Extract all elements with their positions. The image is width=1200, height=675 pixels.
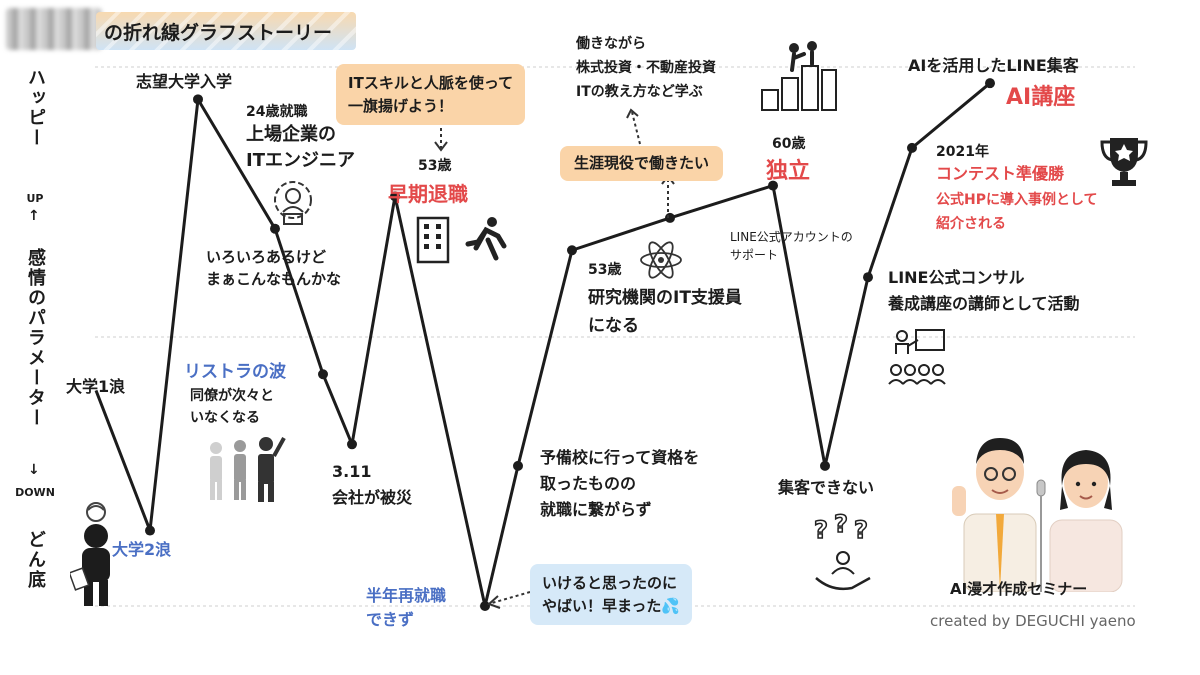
redacted-name [6, 8, 102, 50]
story-point-6 [347, 439, 357, 450]
event-12-line-c: ITの教え方など学ぶ [576, 84, 703, 100]
credit-text: created by DEGUCHI yaeno [930, 612, 1136, 630]
event-11-line-a: 研究機関のIT支援員 [588, 288, 742, 308]
axis-down-arrow: ↓ [28, 462, 40, 478]
svg-text:?: ? [834, 512, 848, 538]
axis-happy: ハッピー [25, 68, 46, 148]
climbing-steps-icon [761, 41, 837, 111]
event-18-line-a: AIを活用したLINE集客 [908, 56, 1079, 75]
sweat-icon: 💦 [661, 596, 681, 615]
callout-lifelong: 生涯現役で働きたい [560, 146, 724, 181]
event-17-year: 2021年 [936, 144, 989, 160]
story-point-3 [193, 94, 203, 105]
axis-parameter: 感情のパラメーター [25, 248, 46, 428]
event-label-2: 大学2浪 [112, 540, 172, 559]
event-14-line-b: サポート [730, 248, 779, 262]
event-14-line-a: LINE公式アカウントの [730, 230, 853, 244]
event-5-line-a: いろいろあるけど [206, 248, 327, 266]
event-6-line-a: 同僚が次々と [190, 388, 274, 404]
event-6-line-b: いなくなる [190, 410, 260, 426]
svg-text:?: ? [814, 516, 828, 544]
colleagues-leaving-icon [210, 437, 286, 502]
event-13-age: 60歳 [772, 136, 806, 152]
story-point-15 [907, 142, 917, 153]
event-8-age: 53歳 [418, 158, 452, 174]
event-17-line-a: 公式HPに導入事例として [936, 192, 1098, 208]
story-point-8 [480, 601, 490, 611]
callout-regret-text: やばい！早まった [542, 596, 662, 615]
callout-ambition: ITスキルと人脈を使って 一旗揚げよう！ [336, 64, 526, 125]
story-point-4 [270, 223, 280, 234]
event-7-line-b: 会社が被災 [332, 488, 413, 507]
story-point-12 [768, 180, 778, 191]
event-16-line-a: LINE公式コンサル [888, 268, 1025, 287]
page-title: の折れ線グラフストーリー [104, 22, 333, 44]
event-6-title: リストラの波 [184, 362, 286, 382]
event-15-title: 集客できない [778, 478, 875, 497]
engineer-gear-icon [274, 181, 312, 225]
event-10-line-a: 予備校に行って資格を [540, 448, 700, 467]
callout-lifelong-text: 生涯現役で働きたい [574, 154, 710, 172]
trophy-icon [1100, 138, 1148, 186]
event-12-line-b: 株式投資・不動産投資 [576, 60, 716, 76]
event-8-title: 早期退職 [388, 182, 468, 206]
story-point-13 [820, 460, 830, 471]
callout-ambition-line-a: ITスキルと人脈を使って [348, 74, 514, 92]
callout-regret-line-b: やばい！早まった💦 [542, 595, 680, 618]
event-label-3: 志望大学入学 [136, 72, 233, 91]
callout-arrow-3-head [626, 108, 639, 119]
emotion-line [94, 82, 991, 608]
distressed-person-icon [70, 502, 110, 606]
seminar-title: AI漫才作成セミナー [950, 580, 1088, 598]
event-10-line-b: 取ったものの [540, 474, 637, 493]
question-marks-hand-icon: ? ? ? [813, 512, 871, 591]
event-4-line-b: ITエンジニア [246, 150, 355, 171]
event-12-line-a: 働きながら [576, 36, 646, 52]
atom-icon [640, 241, 682, 279]
story-point-9 [513, 460, 523, 471]
callout-arrow-1-head [434, 141, 448, 152]
axis-down: DOWN [15, 486, 55, 499]
story-point-10 [567, 245, 577, 256]
story-point-7 [390, 191, 400, 202]
event-17-title: コンテスト準優勝 [936, 164, 1065, 183]
story-point-11 [665, 212, 675, 223]
event-4-line-a: 上場企業の [246, 124, 336, 145]
comedian-duo-illustration [952, 438, 1123, 592]
story-point-14 [863, 272, 873, 283]
callout-regret: いけると思ったのに やばい！早まった💦 [530, 564, 693, 625]
event-9-line-a: 半年再就職 [366, 586, 447, 605]
axis-bottom: どん底 [25, 530, 46, 590]
title-band [96, 12, 356, 50]
axis-up: UP [26, 192, 44, 205]
callout-arrow-4-head [487, 595, 501, 609]
event-label-1: 大学1浪 [66, 377, 126, 396]
callout-arrow-4 [491, 591, 531, 604]
event-4-age: 24歳就職 [246, 104, 308, 120]
callout-regret-line-a: いけると思ったのに [542, 574, 678, 592]
event-13-title: 独立 [766, 159, 811, 184]
callout-ambition-line-b: 一旗揚げよう！ [348, 96, 454, 115]
office-building-runner-icon [416, 216, 507, 264]
event-7-line-a: 3.11 [332, 462, 372, 481]
event-10-line-c: 就職に繋がらず [540, 500, 652, 519]
lecture-classroom-icon [888, 329, 946, 385]
event-9-line-b: できず [366, 610, 415, 629]
axis-up-arrow: ↑ [28, 208, 40, 224]
story-point-16 [985, 78, 995, 89]
event-18-title: AI講座 [1006, 85, 1076, 110]
story-point-2 [145, 525, 155, 536]
event-11-line-b: になる [588, 316, 639, 336]
svg-text:?: ? [854, 516, 868, 544]
callout-arrow-3 [631, 111, 641, 145]
event-16-line-b: 養成講座の講師として活動 [888, 294, 1080, 313]
story-point-5 [318, 369, 328, 380]
event-17-line-b: 紹介される [936, 216, 1006, 232]
event-5-line-b: まぁこんなもんかな [206, 270, 342, 288]
event-11-age: 53歳 [588, 262, 622, 278]
